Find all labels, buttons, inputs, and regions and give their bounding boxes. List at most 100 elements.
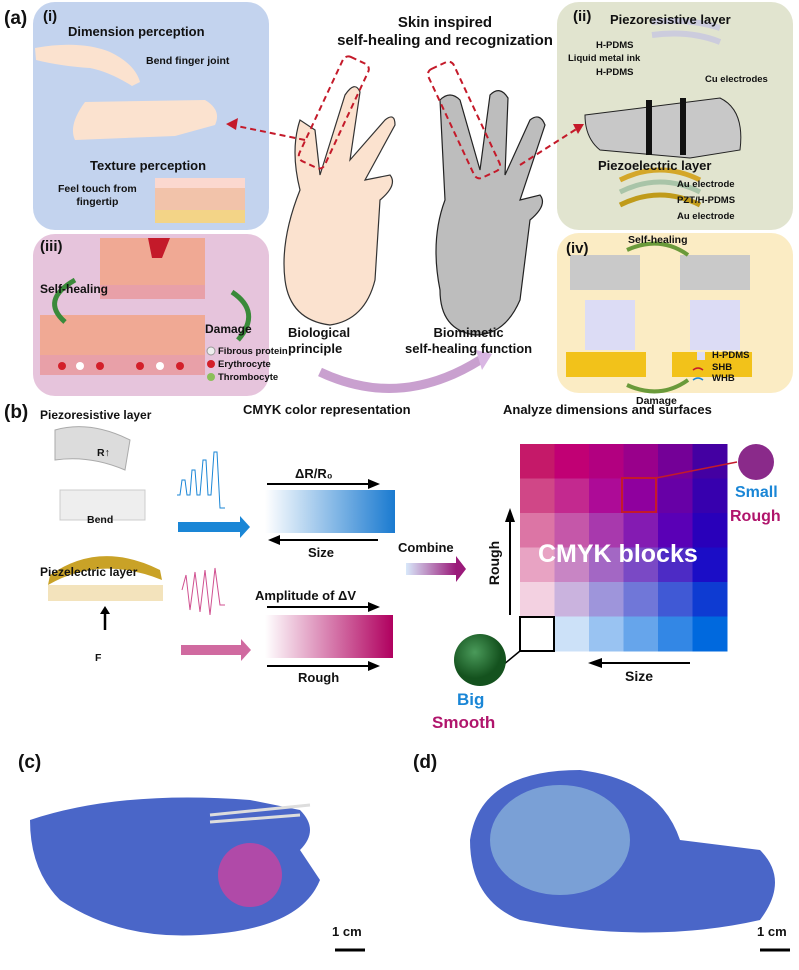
cmyk-block xyxy=(658,547,693,583)
cmyk-block xyxy=(692,616,728,652)
b-r-up: R↑ xyxy=(97,447,110,459)
cmyk-block xyxy=(589,547,624,583)
legend-whb: WHB xyxy=(712,373,735,384)
selected-block-small-rough xyxy=(621,477,657,513)
title-line-2: self-healing and recognization xyxy=(337,32,553,49)
biological-principle: Biological principle xyxy=(288,325,351,356)
iii-legend: Fibrous protein Erythrocyte Thrombocyte xyxy=(218,345,288,384)
amplitude-gradient-bar xyxy=(265,615,393,658)
ii-hpdms-top: H-PDMS xyxy=(596,40,634,51)
b-delta-r: ΔR/R₀ xyxy=(295,466,333,481)
cmyk-block xyxy=(520,444,555,479)
ii-pzt: PZT/H-PDMS xyxy=(677,195,736,206)
grid-axis-rough: Rough xyxy=(486,540,503,586)
highlight-box-right xyxy=(426,60,502,180)
cmyk-block xyxy=(692,582,728,617)
small-rough-ball xyxy=(738,444,774,480)
small-label: Small xyxy=(735,484,778,501)
sub-i-label: (i) xyxy=(43,8,58,25)
cmyk-block xyxy=(692,513,728,548)
ii-layer-labels: Au electrode PZT/H-PDMS Au electrode xyxy=(677,177,735,225)
biomimetic-hand xyxy=(435,90,546,336)
legend-erythrocyte: Erythrocyte xyxy=(218,359,271,370)
big-smooth-ball xyxy=(454,634,506,686)
highlight-box-left xyxy=(297,55,370,170)
title-line-1: Skin inspired xyxy=(397,14,493,31)
b-bend: Bend xyxy=(87,514,114,526)
piezoresistive-sensor xyxy=(54,426,131,471)
cmyk-block xyxy=(520,547,555,583)
sub-ii-label: (ii) xyxy=(573,8,592,25)
b-amplitude: Amplitude of ΔV xyxy=(255,588,357,603)
finger-bent xyxy=(35,44,140,86)
b-cmyk-title: CMYK color representation xyxy=(243,402,411,417)
panel-b-label: (b) xyxy=(4,402,29,423)
legend-thrombocyte: Thrombocyte xyxy=(218,372,279,383)
panel-d-label: (d) xyxy=(413,752,438,773)
cmyk-block xyxy=(589,478,624,514)
piezoelectric-sensor xyxy=(48,556,162,585)
iv-damage: Damage xyxy=(636,395,677,407)
b-rough: Rough xyxy=(298,670,340,685)
b-piezoelectric: Piezelectric layer xyxy=(40,565,138,579)
smooth-ball-photo xyxy=(490,785,630,895)
cmyk-block xyxy=(623,547,659,583)
cmyk-blocks-label: CMYK blocks xyxy=(538,540,698,568)
resistance-gradient-bar xyxy=(265,490,395,533)
b-size: Size xyxy=(308,545,335,560)
cmyk-block xyxy=(554,547,590,583)
small-rough-label: Rough xyxy=(730,508,781,525)
legend-fibrous-protein: Fibrous protein xyxy=(218,346,288,357)
scale-label-c: 1 cm xyxy=(332,924,362,939)
iv-legend: H-PDMS SHB WHB xyxy=(712,350,749,385)
ii-liquid-metal: Liquid metal ink xyxy=(568,53,641,64)
sub-iii-label: (iii) xyxy=(40,238,63,255)
big-label: Big xyxy=(457,690,485,709)
big-smooth-label: Smooth xyxy=(432,713,496,732)
ii-piezoresistive: Piezoresistive layer xyxy=(610,12,731,27)
b-combine: Combine xyxy=(398,540,454,555)
biomimetic-function: Biomimetic self-healing function xyxy=(405,325,533,356)
ii-au-bottom: Au electrode xyxy=(677,211,735,222)
biological-hand xyxy=(283,86,396,326)
cmyk-block xyxy=(623,582,659,617)
cmyk-block xyxy=(554,478,590,514)
texture-perception: Texture perception xyxy=(90,158,207,173)
legend-shb: SHB xyxy=(712,361,733,373)
feel-touch: Feel touch from fingertip xyxy=(58,183,137,208)
cmyk-block xyxy=(623,616,659,652)
cmyk-block xyxy=(554,582,590,617)
dimension-perception: Dimension perception xyxy=(68,24,205,39)
legend-hpdms: H-PDMS xyxy=(712,350,750,361)
cmyk-block xyxy=(520,582,555,617)
cmyk-block xyxy=(623,513,659,548)
cmyk-block xyxy=(520,478,555,514)
ii-hpdms-bottom: H-PDMS xyxy=(596,67,634,78)
iv-self-healing: Self-healing xyxy=(628,234,688,246)
ii-cu-electrodes: Cu electrodes xyxy=(705,74,768,85)
b-piezoresistive: Piezoresistive layer xyxy=(40,408,152,422)
iii-damage: Damage xyxy=(205,322,252,336)
scale-label-d: 1 cm xyxy=(757,924,787,939)
cmyk-block xyxy=(554,513,590,548)
ii-piezoelectric: Piezoelectric layer xyxy=(598,158,712,173)
cmyk-block xyxy=(658,582,693,617)
rough-ball-photo xyxy=(218,843,282,907)
cmyk-block xyxy=(692,478,728,514)
cmyk-block xyxy=(554,444,590,479)
panel-c-label: (c) xyxy=(18,752,42,773)
cmyk-block xyxy=(658,444,693,479)
cmyk-block xyxy=(589,513,624,548)
panel-a-label: (a) xyxy=(4,8,28,29)
sub-iv-label: (iv) xyxy=(566,240,589,257)
selected-block-big-smooth xyxy=(519,616,555,652)
sensor-finger xyxy=(584,97,742,159)
cmyk-block xyxy=(692,547,728,583)
cmyk-block xyxy=(589,616,624,652)
cmyk-block xyxy=(589,582,624,617)
cmyk-block xyxy=(623,444,659,479)
cmyk-block xyxy=(658,478,693,514)
cmyk-block xyxy=(658,513,693,548)
